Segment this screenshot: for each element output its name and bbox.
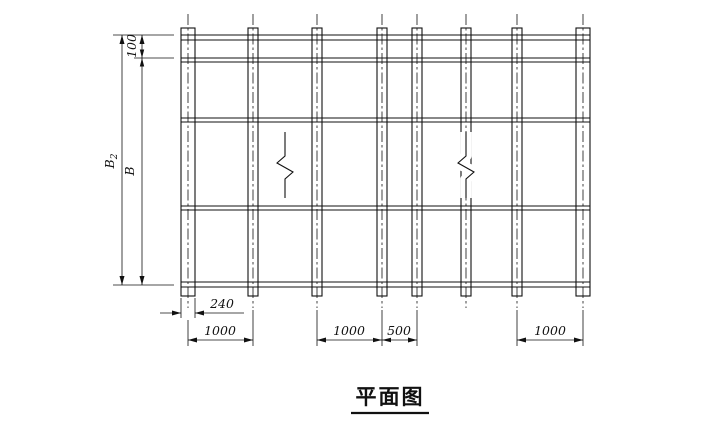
dim-label-bottom: 1000 bbox=[204, 323, 236, 338]
drawing-title: 平面图 bbox=[356, 385, 425, 409]
vertical-members bbox=[180, 27, 591, 297]
dim-label-bottom: 1000 bbox=[534, 323, 566, 338]
dim-label-inner-height: B bbox=[122, 166, 137, 176]
break-symbols bbox=[271, 132, 480, 198]
bottom-dimensions: 1000 1000 500 1000 bbox=[187, 310, 584, 346]
dim-label-bottom: 500 bbox=[387, 323, 411, 338]
title-block: 平面图 bbox=[351, 385, 429, 415]
member-centerlines bbox=[187, 14, 584, 308]
arrowhead-icon bbox=[382, 337, 391, 343]
dim-label-bottom: 1000 bbox=[333, 323, 365, 338]
left-dimensions: 100 B2 B bbox=[102, 34, 174, 286]
dim-label-top-offset: 100 bbox=[124, 34, 139, 58]
break-line-icon bbox=[457, 132, 475, 198]
horizontal-members bbox=[181, 34, 590, 288]
dim-label-strip-width: 240 bbox=[209, 296, 234, 311]
break-line-icon bbox=[276, 132, 294, 198]
arrowhead-icon bbox=[139, 49, 145, 58]
strip-width-dimension: 240 bbox=[160, 296, 244, 318]
arrowhead-icon bbox=[139, 58, 145, 67]
dim-label-overall-height: B2 bbox=[102, 153, 120, 169]
arrowhead-icon bbox=[373, 337, 382, 343]
